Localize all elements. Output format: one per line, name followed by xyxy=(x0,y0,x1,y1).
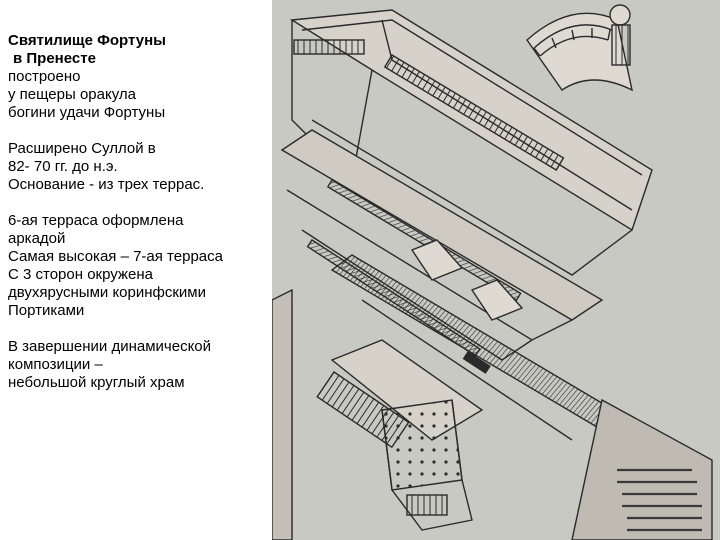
sanctuary-axonometric-drawing-icon xyxy=(272,0,720,540)
paragraph-temple: В завершении динамической композиции – н… xyxy=(8,338,212,391)
title-line-2: в Пренесте xyxy=(13,50,96,67)
paragraph-terraces: 6-ая терраса оформлена аркадой Самая выс… xyxy=(8,212,223,319)
drawing-svg xyxy=(272,0,720,540)
drawing-lines xyxy=(272,4,713,540)
paragraph-sulla: Расширено Суллой в 82- 70 гг. до н.э. Ос… xyxy=(8,140,205,193)
title-line-1: Святилище Фортуны xyxy=(8,32,166,49)
paragraph-origin: построено у пещеры оракула богини удачи … xyxy=(8,68,166,121)
